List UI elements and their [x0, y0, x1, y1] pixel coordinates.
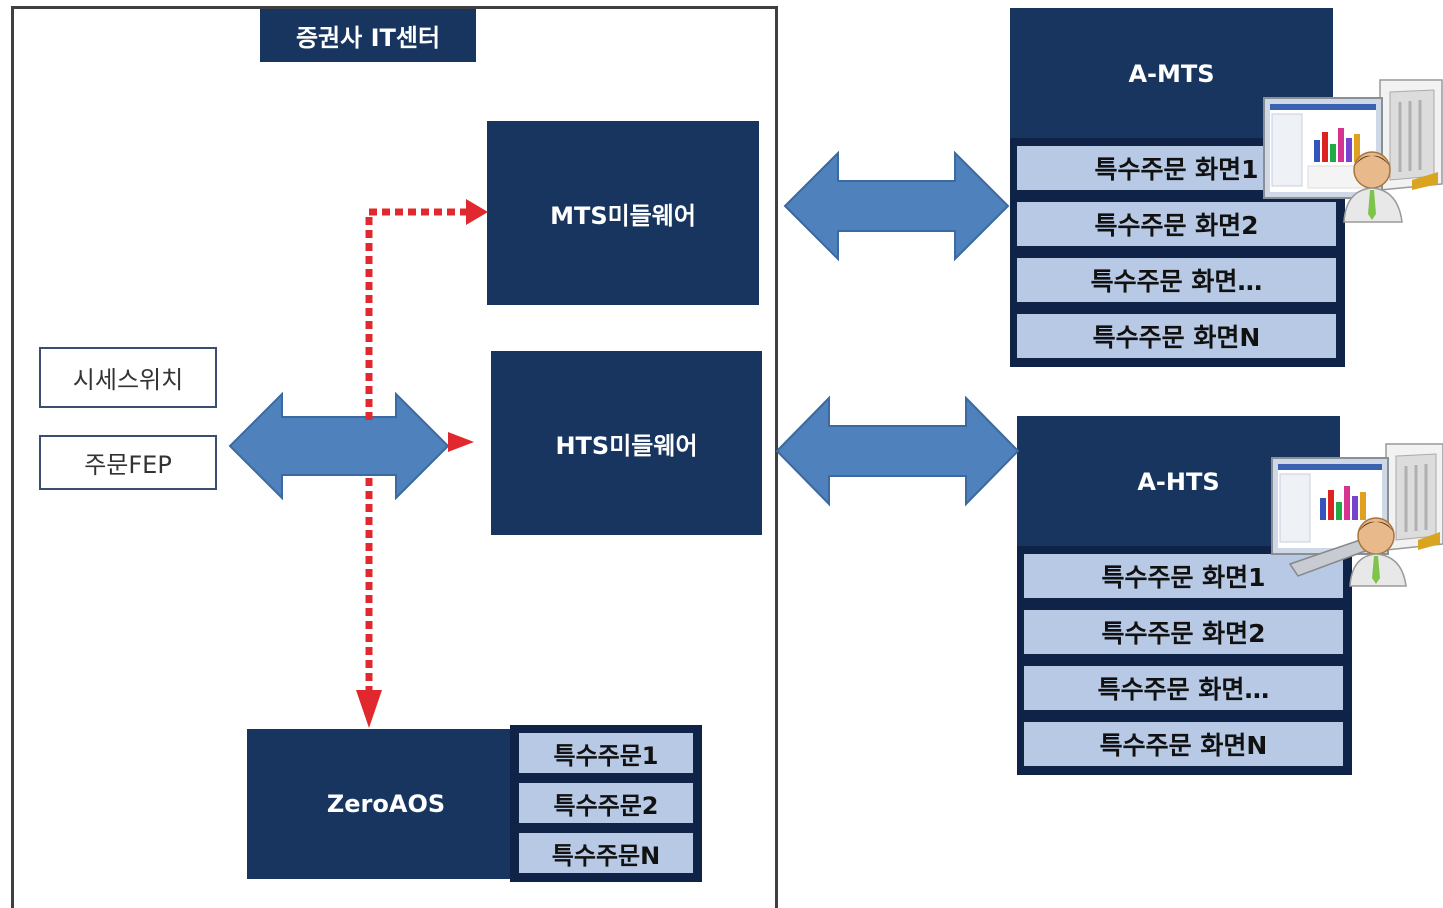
a-mts-box: A-MTS	[1010, 8, 1333, 140]
zeroaos-order-list: 특수주문1 특수주문2 특수주문N	[510, 725, 702, 882]
a-hts-label: A-HTS	[1137, 468, 1220, 496]
a-mts-screen-item: 특수주문 화면N	[1015, 312, 1338, 360]
a-hts-screen-item: 특수주문 화면N	[1022, 720, 1345, 768]
computer-user-icon	[1263, 79, 1443, 223]
it-center-frame	[11, 6, 778, 908]
hts-double-arrow	[775, 395, 1020, 507]
order-fep-box: 주문FEP	[39, 435, 217, 490]
mts-middleware-box: MTS미들웨어	[487, 121, 759, 305]
a-hts-screen-item: 특수주문 화면1	[1022, 552, 1345, 600]
sise-switch-box: 시세스위치	[39, 347, 217, 408]
a-hts-screen-list: 특수주문 화면1 특수주문 화면2 특수주문 화면… 특수주문 화면N	[1017, 546, 1352, 775]
red-arrowhead	[356, 690, 382, 728]
sise-fep-double-arrow	[228, 391, 450, 501]
a-mts-screen-item: 특수주문 화면2	[1015, 200, 1338, 248]
it-center-title: 증권사 IT센터	[260, 9, 476, 62]
mts-double-arrow	[783, 150, 1010, 262]
red-arrowhead	[448, 432, 474, 452]
red-arrowhead	[466, 199, 488, 225]
computer-user-icon	[1271, 443, 1443, 587]
a-hts-screen-item: 특수주문 화면2	[1022, 608, 1345, 656]
zeroaos-box: ZeroAOS	[247, 729, 525, 879]
a-hts-screen-item: 특수주문 화면…	[1022, 664, 1345, 712]
a-mts-screen-item: 특수주문 화면…	[1015, 256, 1338, 304]
zeroaos-order-item: 특수주문2	[517, 781, 695, 825]
red-dotted-routing	[356, 199, 488, 728]
a-mts-screen-list: 특수주문 화면1 특수주문 화면2 특수주문 화면… 특수주문 화면N	[1010, 138, 1345, 367]
zeroaos-order-item: 특수주문N	[517, 831, 695, 875]
hts-middleware-box: HTS미들웨어	[491, 351, 762, 535]
zeroaos-order-item: 특수주문1	[517, 731, 695, 775]
a-mts-label: A-MTS	[1128, 60, 1215, 88]
